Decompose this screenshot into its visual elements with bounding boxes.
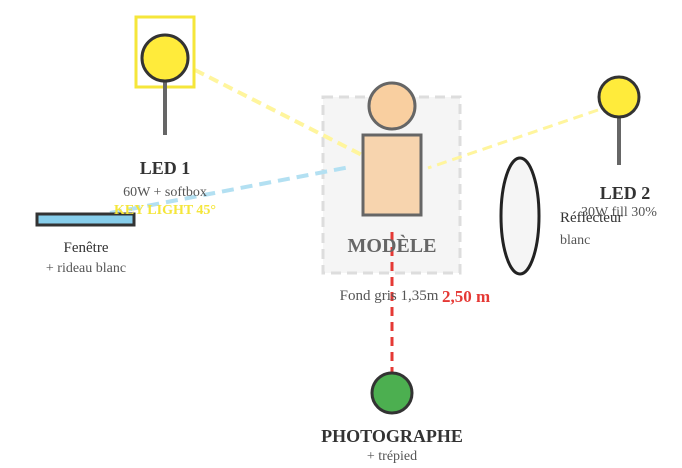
model-head-icon [367, 81, 417, 131]
led2-bulb-icon [597, 75, 641, 119]
photographer-icon[interactable] [370, 371, 414, 415]
led1-bulb-icon [140, 33, 190, 83]
model-title: MODÈLE [347, 235, 437, 257]
led1-role: KEY LIGHT 45° [113, 203, 217, 218]
led1-title: LED 1 [139, 158, 191, 178]
distance-label: 2,50 m [442, 287, 491, 306]
reflector-sub: blanc [560, 233, 591, 248]
window-icon[interactable] [35, 212, 136, 227]
model-figure[interactable] [361, 81, 423, 217]
window-sub: + rideau blanc [45, 261, 127, 276]
fill-light-beam [427, 108, 599, 170]
reflector-title: Réflecteur [560, 210, 623, 226]
led1-spec: 60W + softbox [123, 185, 207, 200]
model-background-label: Fond gris 1,35m [339, 288, 439, 304]
led2-title: LED 2 [599, 183, 651, 203]
model-body-icon [361, 133, 423, 217]
reflector-icon[interactable] [499, 156, 541, 276]
window-light-beam [109, 165, 351, 215]
photographer-title: PHOTOGRAPHE [321, 426, 463, 446]
led2-light[interactable] [597, 75, 641, 165]
led1-light[interactable] [134, 15, 196, 135]
led2-spec: 30W fill 30% [581, 205, 657, 220]
photographer-sub: + trépied [366, 449, 418, 464]
window-title: Fenêtre [63, 240, 109, 256]
